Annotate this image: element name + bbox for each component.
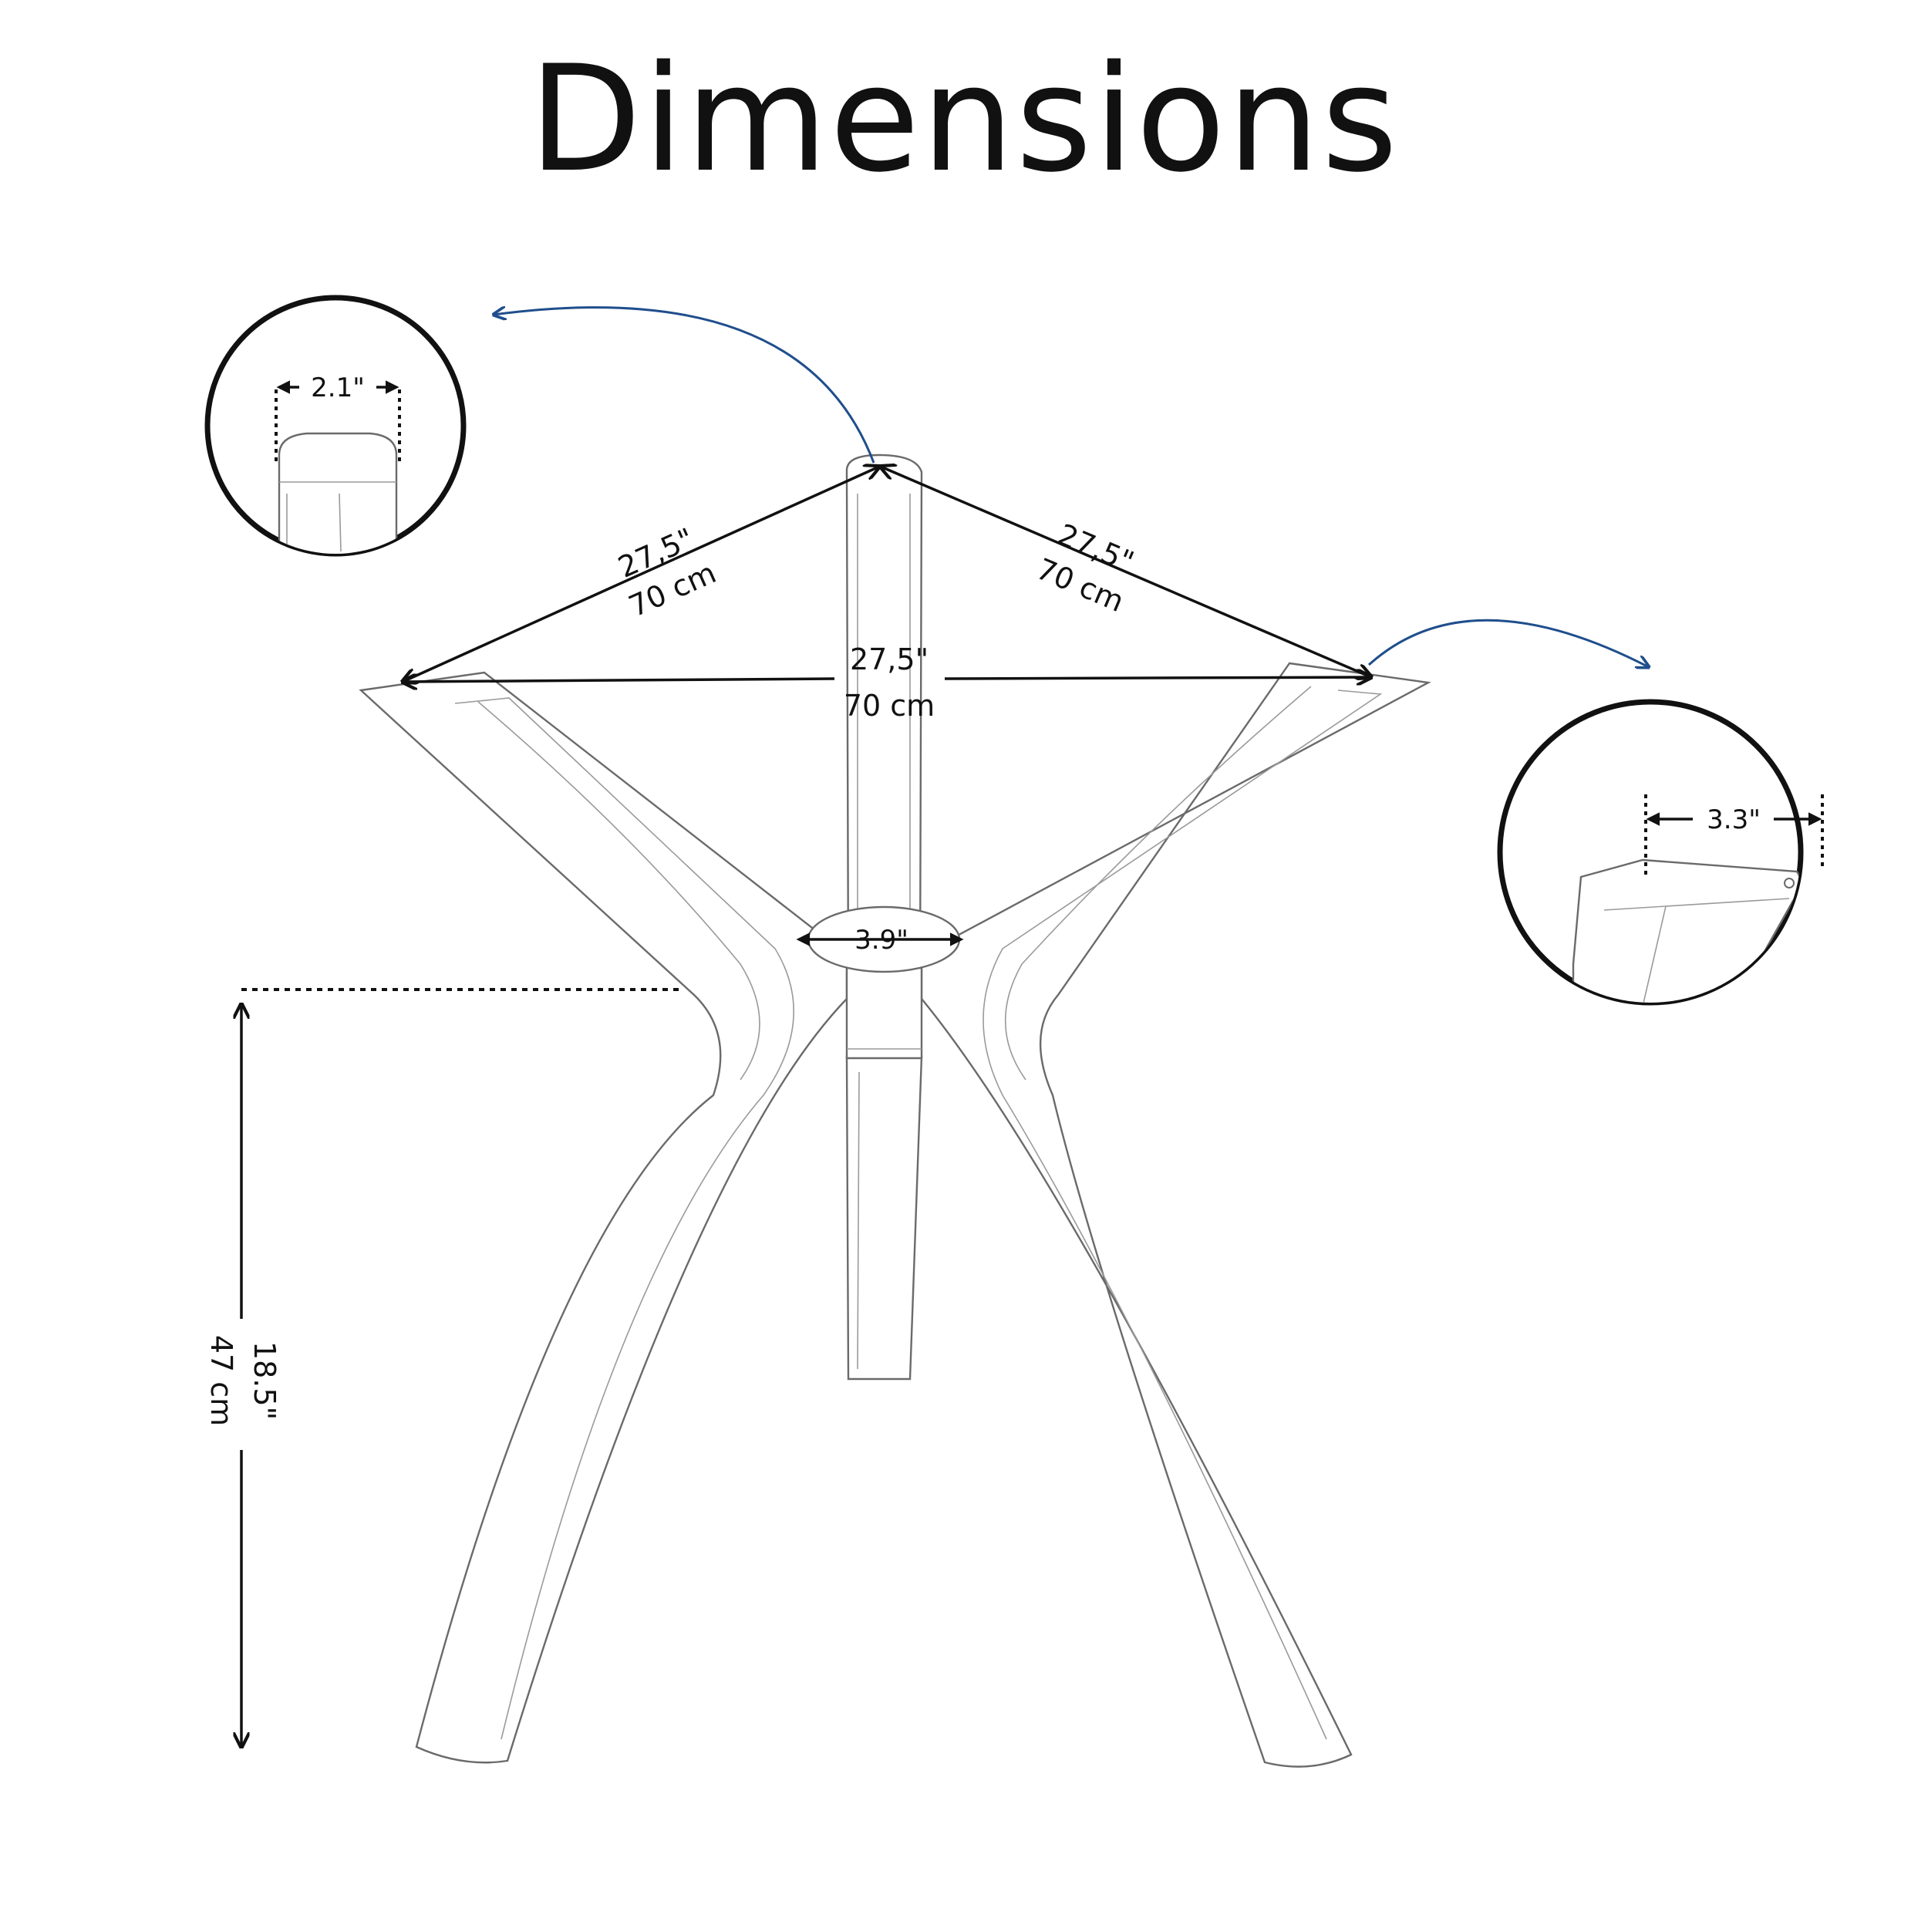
svg-text:47 cm: 47 cm <box>204 1335 238 1426</box>
top-leg-end-label: 2.1" <box>311 373 365 403</box>
front-side-label: 27,5" 70 cm <box>844 642 935 723</box>
page-title: Dimensions <box>528 34 1400 204</box>
table-base-sketch <box>359 453 1431 1768</box>
svg-text:18.5": 18.5" <box>248 1341 281 1420</box>
front-dimension-line-left <box>403 679 835 682</box>
top-leg-callout-arrow <box>494 308 875 464</box>
right-side-dimension-line <box>881 467 1371 677</box>
height-label: 18.5" 47 cm <box>204 1335 281 1426</box>
right-side-label: 27,5" 70 cm <box>1032 518 1139 619</box>
side-leg-detail-bubble: 3.3" <box>1497 699 1824 1006</box>
left-side-dimension-line <box>403 467 879 682</box>
top-leg-detail-bubble: 2.1" <box>204 295 467 557</box>
left-leg <box>359 671 848 1764</box>
right-leg <box>920 662 1431 1768</box>
side-leg-end-label: 3.3" <box>1707 804 1761 835</box>
hub-width-label: 3.9" <box>854 925 908 956</box>
front-dimension-line-right <box>944 677 1371 679</box>
dimension-lines <box>241 467 1371 1747</box>
side-leg-callout-arrow <box>1367 619 1649 667</box>
svg-text:27,5": 27,5" <box>850 642 929 676</box>
svg-text:70 cm: 70 cm <box>844 689 935 723</box>
left-side-label: 27,5" 70 cm <box>613 521 721 624</box>
